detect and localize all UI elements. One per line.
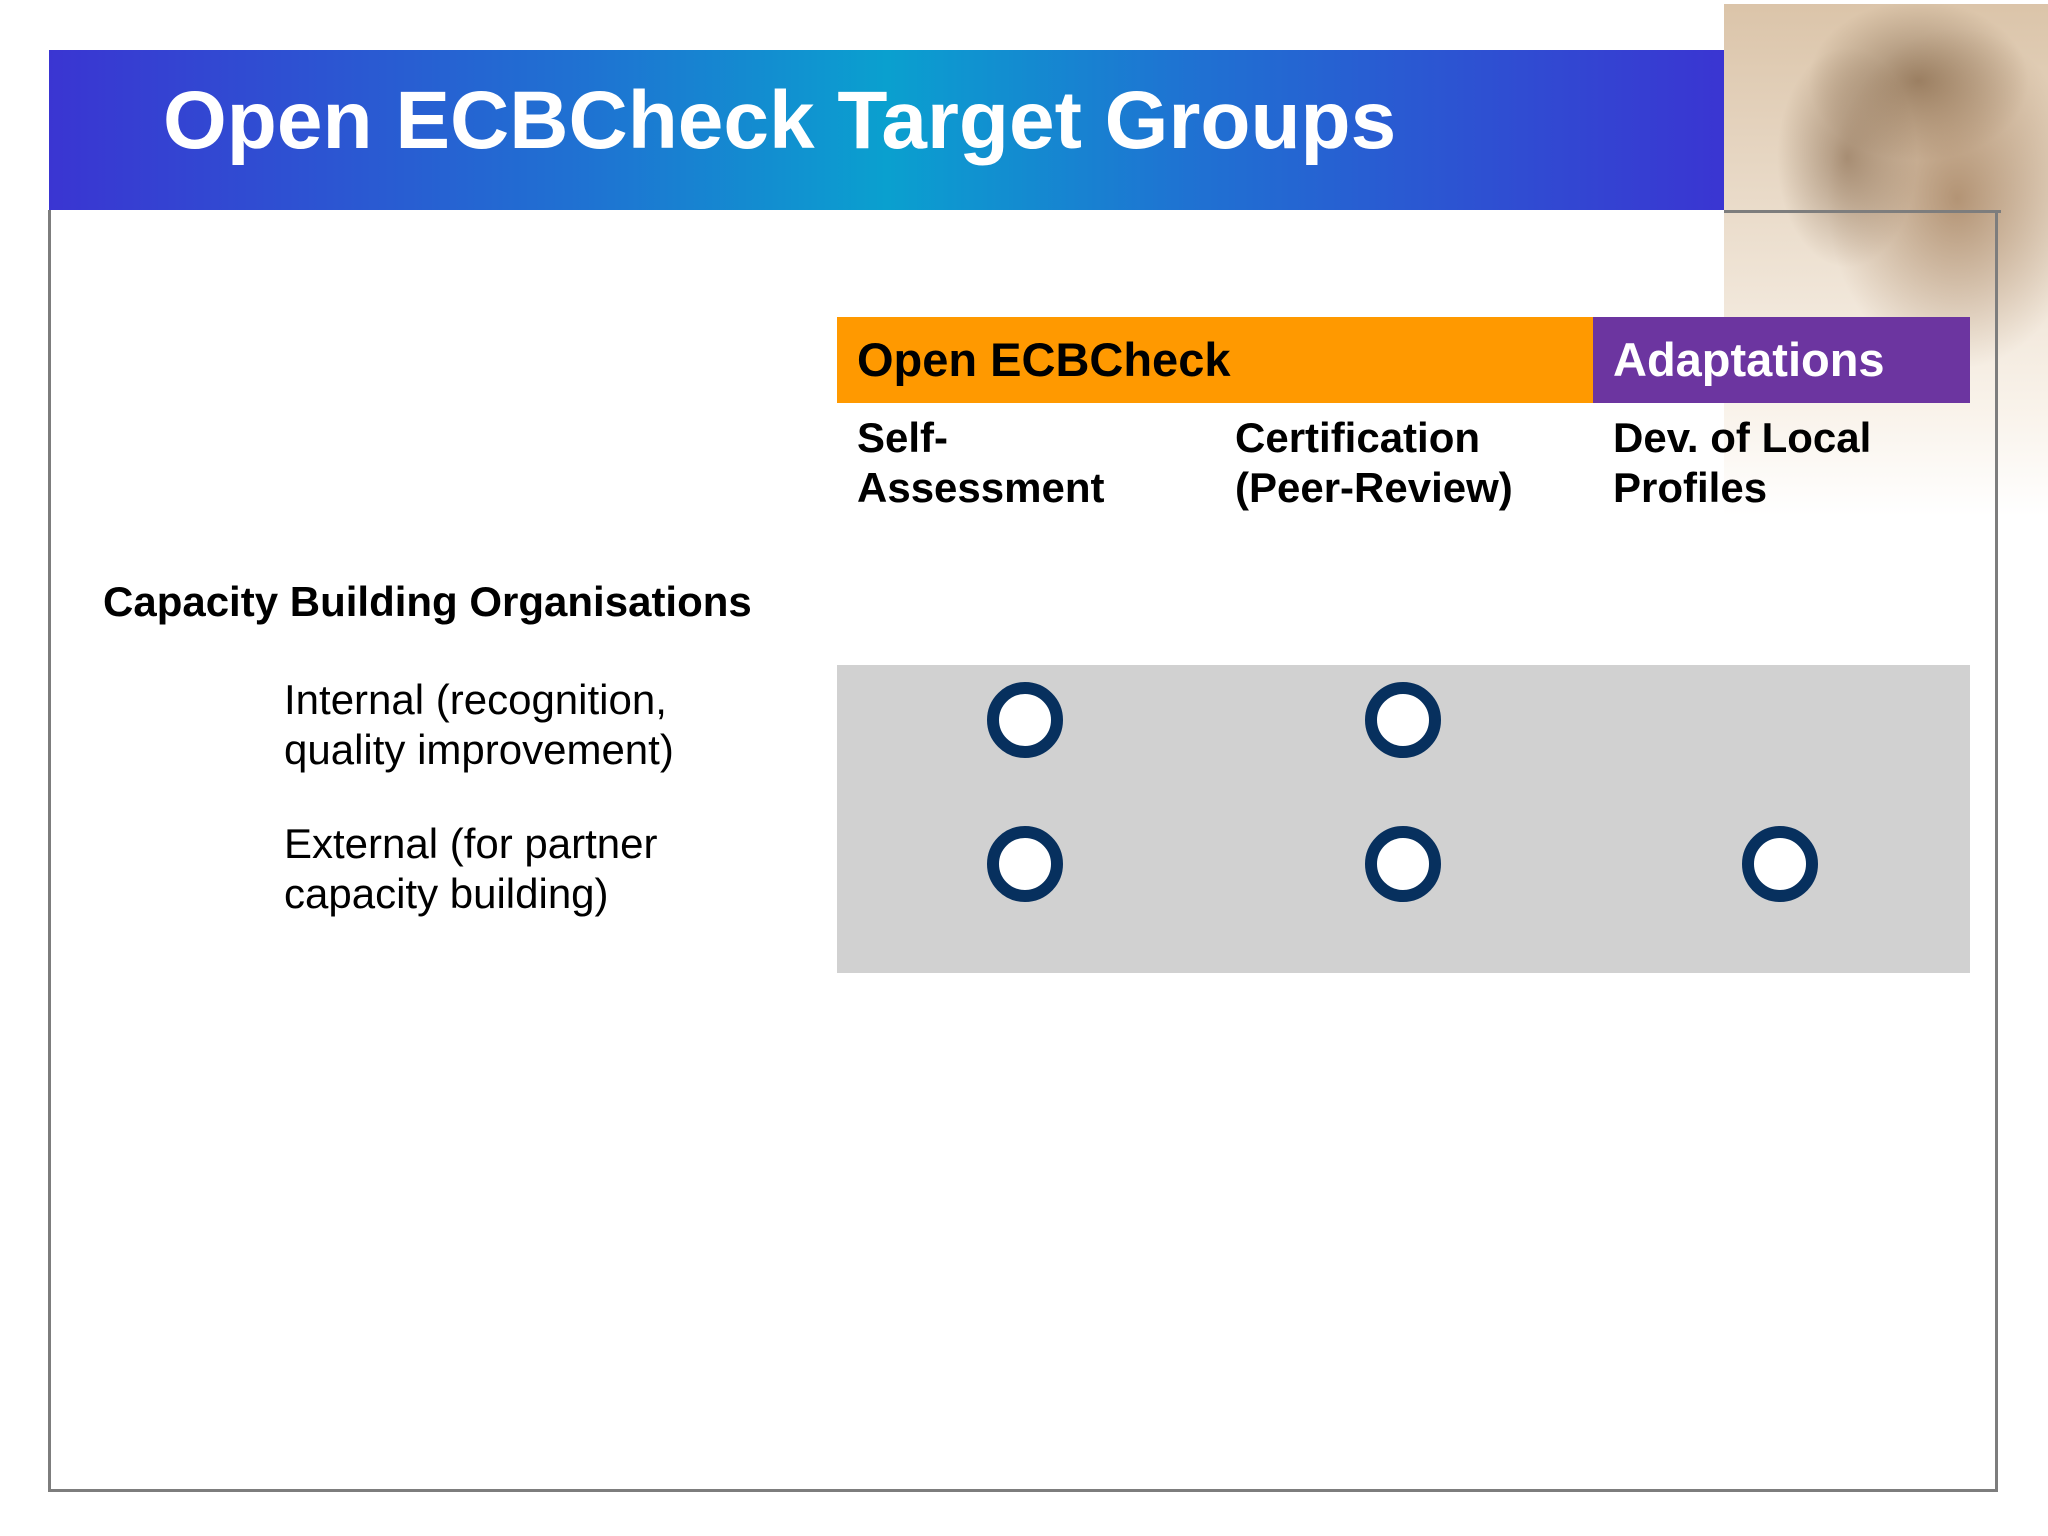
row-label-external: External (for partner capacity building) bbox=[284, 820, 658, 917]
column-header-self-assessment: Self- Assessment bbox=[857, 414, 1105, 511]
frame-top-border bbox=[1724, 210, 2001, 213]
header-open-ecbcheck: Open ECBCheck bbox=[837, 317, 1593, 403]
check-marker-icon bbox=[1365, 826, 1441, 902]
header-adaptations: Adaptations bbox=[1593, 317, 1970, 403]
title-bar: Open ECBCheck Target Groups bbox=[49, 50, 1724, 210]
decorative-photo bbox=[1724, 4, 2048, 516]
content-frame bbox=[48, 210, 1998, 1492]
check-marker-icon bbox=[987, 826, 1063, 902]
check-marker-icon bbox=[1742, 826, 1818, 902]
check-marker-icon bbox=[1365, 682, 1441, 758]
column-header-certification: Certification (Peer-Review) bbox=[1235, 414, 1513, 511]
check-marker-icon bbox=[987, 682, 1063, 758]
row-label-internal: Internal (recognition, quality improveme… bbox=[284, 676, 674, 773]
section-label: Capacity Building Organisations bbox=[103, 578, 752, 625]
column-header-local-profiles: Dev. of Local Profiles bbox=[1613, 414, 1872, 511]
slide-title: Open ECBCheck Target Groups bbox=[163, 75, 1397, 166]
